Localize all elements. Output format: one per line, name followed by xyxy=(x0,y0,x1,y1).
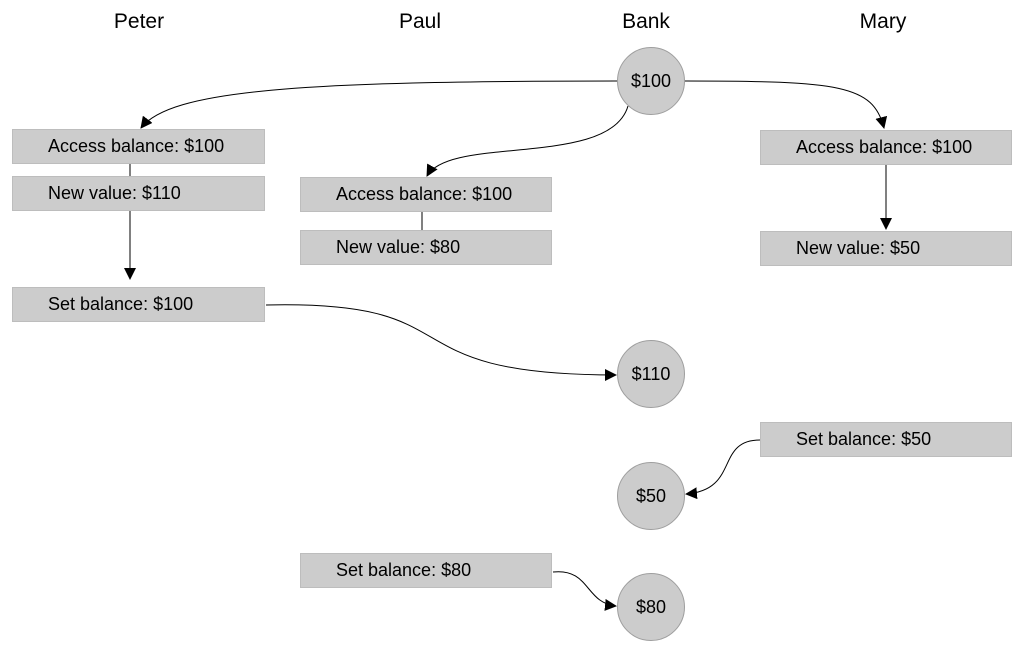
peter-set-balance-box: Set balance: $100 xyxy=(12,287,265,322)
edge-bank-to-paul-access xyxy=(426,105,629,177)
column-header-peter: Peter xyxy=(113,10,165,33)
edge-mary-set-to-bank-50 xyxy=(685,439,761,500)
edge-bank-to-mary-access xyxy=(684,80,888,129)
paul-set-balance-box: Set balance: $80 xyxy=(300,553,552,588)
column-header-bank: Bank xyxy=(622,10,670,33)
peter-new-value-box: New value: $110 xyxy=(12,176,265,211)
bank-balance-after-mary-node: $50 xyxy=(617,462,685,530)
bank-balance-after-peter-node: $110 xyxy=(617,340,685,408)
bank-balance-after-peter-label: $110 xyxy=(631,363,671,384)
peter-access-balance-box: Access balance: $100 xyxy=(12,129,265,164)
mary-access-balance-box: Access balance: $100 xyxy=(760,130,1012,165)
paul-access-balance-box: Access balance: $100 xyxy=(300,177,552,212)
edge-bank-to-peter-access xyxy=(140,80,618,129)
bank-balance-after-mary-label: $50 xyxy=(635,485,667,506)
bank-balance-initial-node: $100 xyxy=(617,47,685,115)
bank-balance-initial-label: $100 xyxy=(630,70,672,91)
column-header-paul: Paul xyxy=(398,10,442,33)
edge-peter-set-to-bank-110 xyxy=(265,304,617,381)
mary-new-value-box: New value: $50 xyxy=(760,231,1012,266)
bank-balance-after-paul-node: $80 xyxy=(617,573,685,641)
bank-balance-after-paul-label: $80 xyxy=(635,596,667,617)
edge-paul-set-to-bank-80 xyxy=(552,571,617,611)
paul-new-value-box: New value: $80 xyxy=(300,230,552,265)
mary-set-balance-box: Set balance: $50 xyxy=(760,422,1012,457)
column-header-mary: Mary xyxy=(859,10,907,33)
